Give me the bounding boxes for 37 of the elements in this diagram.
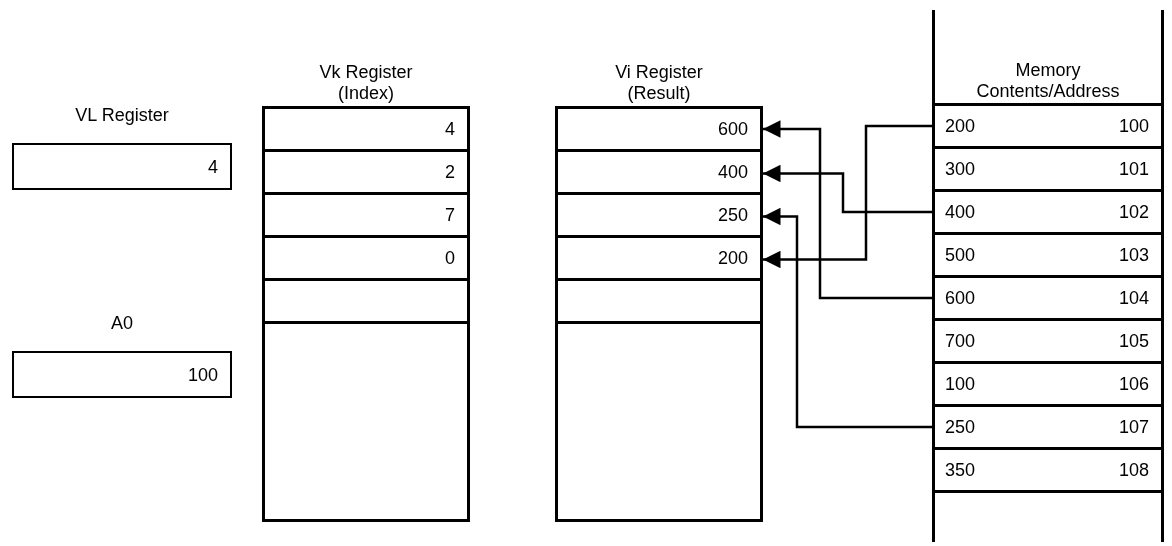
register-value: 250	[717, 204, 748, 226]
memory-address: 100	[1118, 115, 1149, 137]
memory-contents: 500	[945, 244, 976, 266]
memory-contents: 200	[945, 115, 976, 137]
memory-contents: 700	[945, 330, 976, 352]
register-label: A0	[110, 313, 134, 334]
register-value: 4	[445, 118, 455, 140]
memory-address: 108	[1118, 459, 1149, 481]
memory-contents: 100	[945, 373, 976, 395]
arrow	[763, 207, 932, 429]
register-value: 4	[208, 156, 218, 177]
memory-address: 107	[1118, 416, 1149, 438]
memory-address: 101	[1118, 158, 1149, 180]
arrow	[763, 164, 932, 214]
memory-contents: 400	[945, 201, 976, 223]
register-value: 600	[717, 118, 748, 140]
memory-contents: 600	[945, 287, 976, 309]
register-label: VL Register	[74, 105, 170, 126]
register-title: Vi Register (Result)	[614, 62, 704, 104]
register-value: 200	[717, 247, 748, 269]
register-value: 0	[445, 247, 455, 269]
memory-address: 102	[1118, 201, 1149, 223]
register-value: 2	[445, 161, 455, 183]
memory-contents: 350	[945, 459, 976, 481]
register-value: 7	[445, 204, 455, 226]
memory-title: Memory Contents/Address	[975, 60, 1121, 102]
memory-address: 105	[1118, 330, 1149, 352]
memory-address: 104	[1118, 287, 1149, 309]
register-value: 100	[187, 364, 218, 385]
register-title: Vk Register (Index)	[318, 62, 414, 104]
memory-contents: 250	[945, 416, 976, 438]
memory-address: 103	[1118, 244, 1149, 266]
memory-address: 106	[1118, 373, 1149, 395]
memory-contents: 300	[945, 158, 976, 180]
arrow	[763, 124, 932, 269]
arrow	[763, 120, 932, 300]
register-value: 400	[717, 161, 748, 183]
